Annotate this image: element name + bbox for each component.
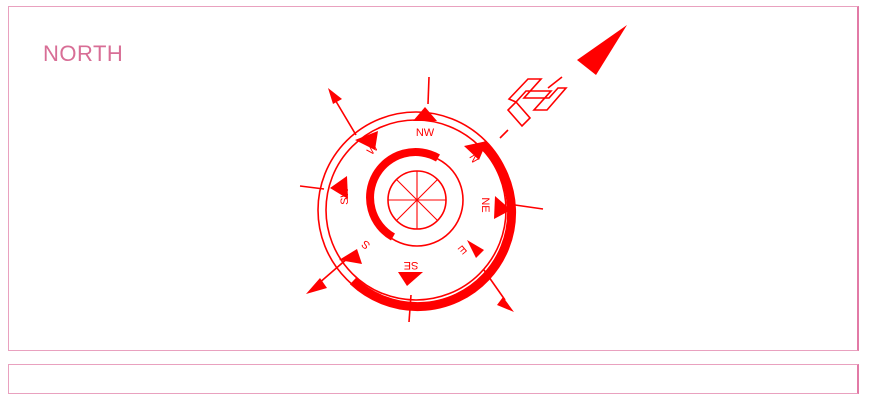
label-se: SE bbox=[404, 259, 419, 271]
arrow-n-shaft bbox=[548, 77, 562, 88]
north-letter-outline bbox=[508, 79, 566, 126]
inner-thick-arc bbox=[370, 152, 438, 237]
label-n: N bbox=[466, 152, 480, 165]
north-arrow-head bbox=[577, 25, 627, 75]
label-s: S bbox=[359, 237, 372, 251]
hub-spokes bbox=[388, 171, 446, 229]
tick-top bbox=[428, 77, 429, 104]
tick-right bbox=[515, 205, 543, 209]
marker-e bbox=[467, 240, 484, 258]
label-nw: NW bbox=[416, 127, 435, 139]
arrow-se-shaft bbox=[484, 270, 505, 300]
arrowheads bbox=[306, 25, 627, 312]
arrow-sw-head bbox=[306, 278, 327, 294]
label-sw: SW bbox=[339, 187, 351, 205]
marker-se bbox=[398, 272, 423, 286]
arrow-se-head bbox=[497, 297, 514, 312]
arrow-nw-shaft bbox=[334, 98, 356, 135]
label-ne: NE bbox=[479, 197, 491, 212]
arrow-ne-shaft bbox=[500, 130, 508, 138]
label-e: E bbox=[455, 242, 468, 256]
compass-diagram: NW N NE E SE S SW W bbox=[0, 0, 876, 382]
arrow-nw-head bbox=[328, 88, 342, 104]
